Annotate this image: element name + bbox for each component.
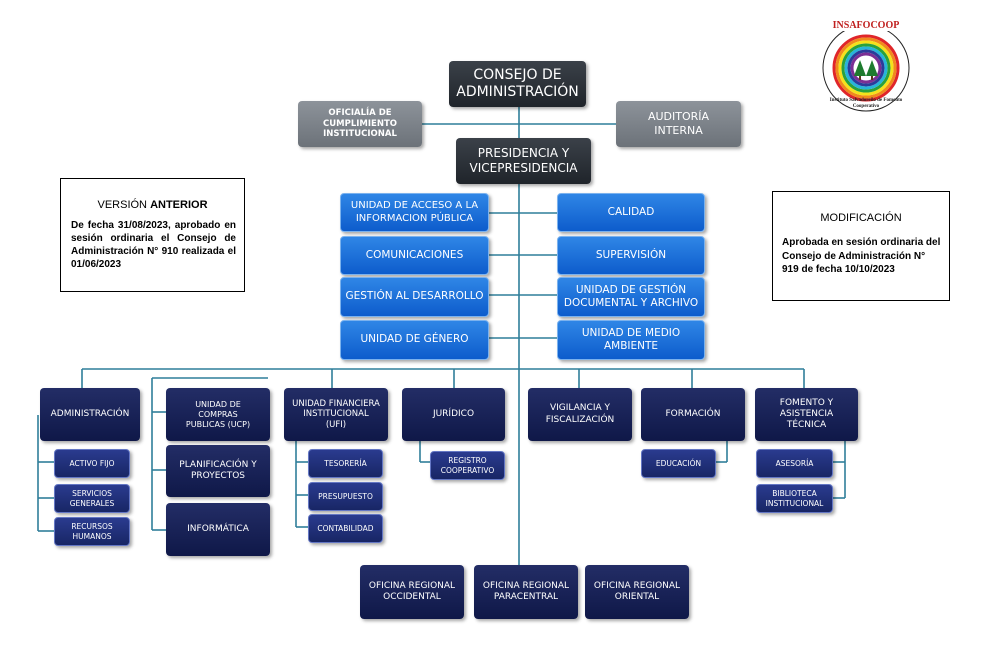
presupuesto-box: PRESUPUESTO [308, 482, 383, 511]
ufi-box: UNIDAD FINANCIERA INSTITUCIONAL (UFI) [284, 388, 388, 441]
educacion-box: EDUCACIÓN [641, 449, 716, 478]
logo-name: INSAFOCOOP [816, 20, 916, 31]
regional-paracentral-box: OFICINA REGIONAL PARACENTRAL [474, 565, 578, 619]
informatica-box: INFORMÁTICA [166, 503, 270, 556]
logo-ring-text: Instituto Salvadoreño de Fomento Coopera… [829, 98, 903, 109]
acceso-informacion-box: UNIDAD DE ACCESO A LA INFORMACION PÚBLIC… [340, 193, 489, 232]
recursos-humanos-box: RECURSOS HUMANOS [54, 517, 130, 546]
rainbow-seal-icon [822, 24, 910, 112]
modification-note: MODIFICACIÓN Aprobada en sesión ordinari… [772, 191, 950, 301]
formacion-box: FORMACIÓN [641, 388, 745, 441]
genero-box: UNIDAD DE GÉNERO [340, 320, 489, 360]
insafocoop-logo: INSAFOCOOP Instituto Salvadoreño de Fome… [816, 16, 916, 112]
calidad-box: CALIDAD [557, 193, 705, 232]
gestion-documental-box: UNIDAD DE GESTIÓN DOCUMENTAL Y ARCHIVO [557, 277, 705, 317]
modification-body: Aprobada en sesión ordinaria del Consejo… [782, 237, 941, 275]
regional-occidental-box: OFICINA REGIONAL OCCIDENTAL [360, 565, 464, 619]
oficialia-box: OFICIALÍA DE CUMPLIMIENTO INSTITUCIONAL [298, 101, 422, 147]
registro-cooperativo-box: REGISTRO COOPERATIVO [430, 451, 505, 480]
ucp-box: UNIDAD DE COMPRAS PUBLICAS (UCP) [166, 388, 270, 441]
auditoria-box: AUDITORÍA INTERNA [616, 101, 741, 147]
previous-version-note: VERSIÓN ANTERIOR De fecha 31/08/2023, ap… [60, 178, 245, 292]
activo-fijo-box: ACTIVO FIJO [54, 449, 130, 478]
planificacion-box: PLANIFICACIÓN Y PROYECTOS [166, 445, 270, 497]
previous-version-title: VERSIÓN ANTERIOR [97, 199, 208, 211]
contabilidad-box: CONTABILIDAD [308, 514, 383, 543]
previous-version-body: De fecha 31/08/2023, aprobado en sesión … [71, 220, 236, 270]
juridico-box: JURÍDICO [402, 388, 505, 441]
asesoria-box: ASESORÍA [756, 449, 833, 478]
presidencia-box: PRESIDENCIA Y VICEPRESIDENCIA [456, 138, 591, 184]
servicios-generales-box: SERVICIOS GENERALES [54, 484, 130, 513]
medio-ambiente-box: UNIDAD DE MEDIO AMBIENTE [557, 320, 705, 360]
regional-oriental-box: OFICINA REGIONAL ORIENTAL [585, 565, 689, 619]
gestion-desarrollo-box: GESTIÓN AL DESARROLLO [340, 277, 489, 317]
biblioteca-box: BIBLIOTECA INSTITUCIONAL [756, 484, 833, 513]
vigilancia-box: VIGILANCIA Y FISCALIZACIÓN [528, 388, 632, 441]
modification-title: MODIFICACIÓN [820, 212, 902, 224]
fomento-box: FOMENTO Y ASISTENCIA TÉCNICA [755, 388, 858, 441]
consejo-box: CONSEJO DE ADMINISTRACIÓN [449, 61, 586, 107]
supervision-box: SUPERVISIÓN [557, 236, 705, 275]
administracion-box: ADMINISTRACIÓN [40, 388, 140, 441]
comunicaciones-box: COMUNICACIONES [340, 236, 489, 275]
tesoreria-box: TESORERÍA [308, 449, 383, 478]
